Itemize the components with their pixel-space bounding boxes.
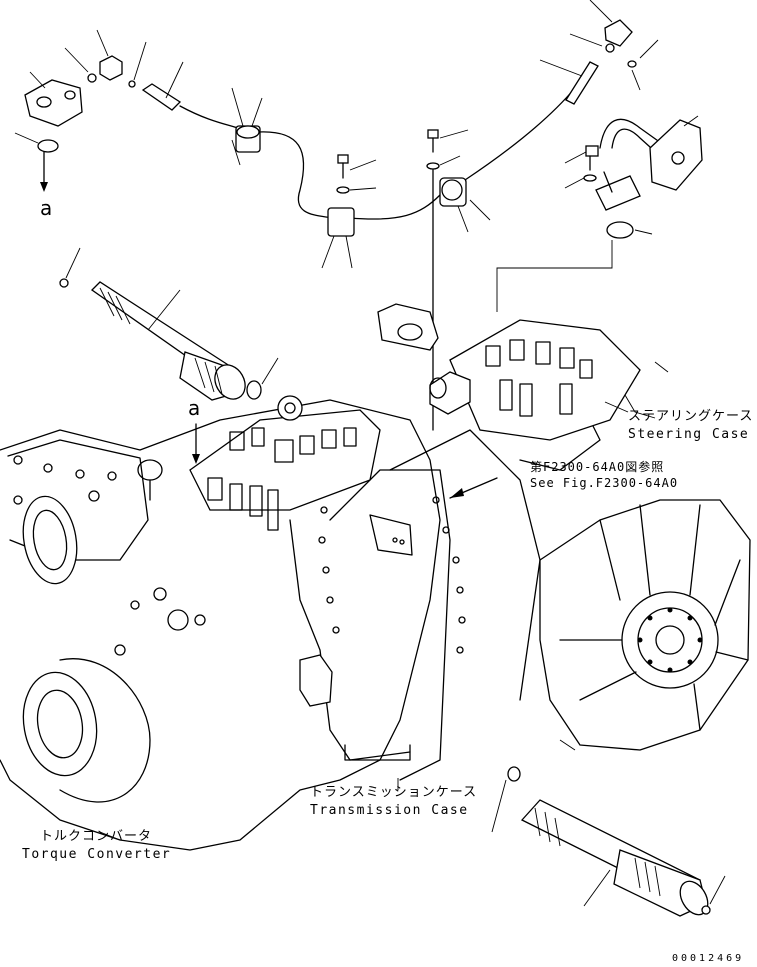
- oring-part: [14, 132, 59, 153]
- torque-converter-label-en: Torque Converter: [22, 847, 172, 862]
- hydraulic-hose: [179, 87, 576, 269]
- callout-label-a-mid: a: [188, 396, 201, 420]
- callout-arrow-a-mid: [192, 423, 200, 464]
- output-shaft-part: [491, 766, 726, 917]
- transmission-case-label-en: Transmission Case: [310, 803, 469, 818]
- steering-case-label-en: Steering Case: [628, 427, 750, 442]
- steering-case-label-jp: ステアリングケース: [628, 409, 754, 424]
- figure-ref-label-en: See Fig.F2300-64A0: [530, 476, 679, 490]
- transmission-case: [0, 303, 751, 851]
- drawing-number: 00012469: [672, 953, 745, 964]
- pipe-elbow-part: [595, 39, 703, 211]
- input-shaft-part: [59, 247, 279, 401]
- hose-bolt-part: [141, 61, 184, 111]
- oring-part-right: [496, 221, 653, 312]
- label-leaders: [99, 361, 669, 841]
- torque-converter-label-jp: トルクコンバータ: [40, 829, 153, 844]
- transmission-case-label-jp: トランスミッションケース: [310, 785, 478, 800]
- callout-label-a-top: a: [40, 196, 53, 220]
- flange-block-part: [24, 71, 83, 127]
- top-right-fitting-part: [539, 0, 633, 105]
- figure-ref-label-jp: 第F2300-64A0図参照: [530, 460, 665, 474]
- elbow-fitting-part: [64, 29, 147, 88]
- callout-arrow-a-top: [40, 151, 48, 192]
